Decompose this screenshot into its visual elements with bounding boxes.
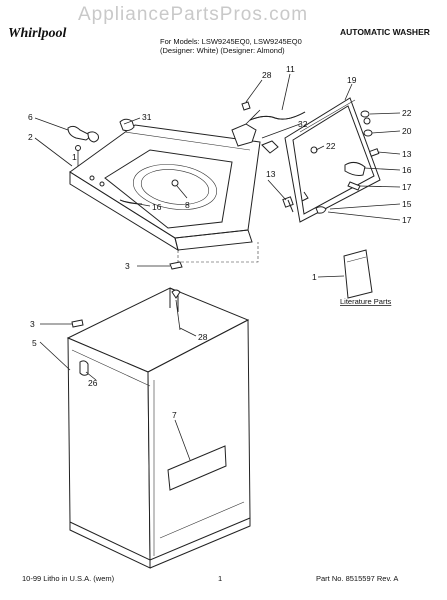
brand-logo: Whirlpool <box>8 26 66 41</box>
brand-name: Whirlpool <box>8 26 66 41</box>
clip-part-3-top <box>169 261 183 270</box>
leader-lines <box>34 73 401 461</box>
models-line: For Models: LSW9245EQ0, LSW9245EQ0 <box>160 37 302 46</box>
switch-part-32 <box>231 109 279 154</box>
callout-17-upper: 17 <box>402 182 412 192</box>
watermark-text: AppliancePartsPros.com <box>78 4 308 25</box>
callout-17-lower: 17 <box>402 215 412 225</box>
callout-13-left: 13 <box>266 169 276 179</box>
callout-3-top: 3 <box>125 261 130 271</box>
callout-7: 7 <box>172 410 177 420</box>
callout-1-top: 1 <box>72 152 77 162</box>
screw-part-1 <box>75 145 81 166</box>
hinge-part-31 <box>119 118 135 132</box>
callout-16-right: 16 <box>402 165 412 175</box>
clip-part-3-left <box>71 319 84 328</box>
callout-1-literature: 1 <box>312 272 317 282</box>
callout-28-top: 28 <box>262 70 272 80</box>
lid-hardware <box>287 110 380 214</box>
footer-litho: 10-99 Litho in U.S.A. (wem) <box>22 574 115 583</box>
callout-32: 32 <box>298 119 308 129</box>
footer-page-number: 1 <box>218 574 222 583</box>
literature-parts-booklet: Literature Parts <box>340 249 392 306</box>
callout-15: 15 <box>402 199 412 209</box>
callout-11: 11 <box>286 64 295 74</box>
callout-19: 19 <box>347 75 357 85</box>
callout-26: 26 <box>88 378 98 388</box>
footer-part-number: Part No. 8515597 Rev. A <box>316 574 398 583</box>
callout-28-cabinet: 28 <box>198 332 208 342</box>
hinge-part-6 <box>67 125 99 143</box>
hose-part-11 <box>249 111 306 121</box>
callout-3-left: 3 <box>30 319 35 329</box>
washer-cabinet <box>66 287 251 569</box>
page-title-right: AUTOMATIC WASHER <box>340 27 430 37</box>
callout-20: 20 <box>402 126 412 136</box>
callout-2: 2 <box>28 132 33 142</box>
callout-numbers: 28 11 19 6 31 22 2 32 20 22 13 1 16 17 8… <box>28 64 412 420</box>
callout-31: 31 <box>142 112 152 122</box>
washer-top-panel <box>69 124 261 252</box>
literature-label: Literature Parts <box>340 297 392 306</box>
screw-part-28-cabinet <box>171 289 181 331</box>
lid-assembly <box>282 97 381 223</box>
callout-16-left: 16 <box>152 202 162 212</box>
designer-line: (Designer: White) (Designer: Almond) <box>160 46 285 55</box>
callout-13-right: 13 <box>402 149 412 159</box>
callout-22-upper: 22 <box>402 108 412 118</box>
callout-22-lower: 22 <box>326 141 336 151</box>
callout-5: 5 <box>32 338 37 348</box>
clip-part-28 <box>241 101 251 111</box>
callout-8: 8 <box>185 200 190 210</box>
callout-6: 6 <box>28 112 33 122</box>
